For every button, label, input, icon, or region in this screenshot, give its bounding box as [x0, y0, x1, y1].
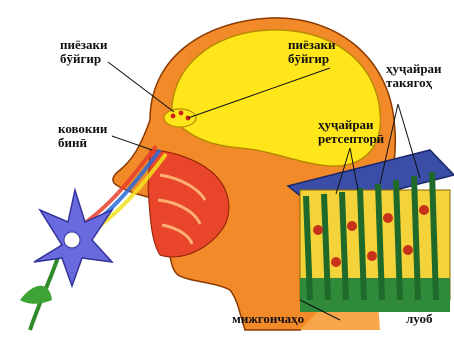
olfactory-bulb-label-right: пиёзаки бӯйгир [288, 38, 335, 66]
nasal-cavity-label: ковокии бинӣ [58, 122, 107, 150]
olfactory-bulb [164, 109, 196, 127]
olfactory-bulb-label-left: пиёзаки бӯйгир [60, 38, 107, 66]
mucus-label: луоб [406, 312, 432, 326]
cilia-label: мижгончаҳо [232, 312, 304, 326]
receptor-cells-label: ҳуҷайраи ретсепторӣ [318, 118, 384, 146]
supporting-cells-label: ҳуҷайраи такягоҳ [386, 62, 442, 90]
